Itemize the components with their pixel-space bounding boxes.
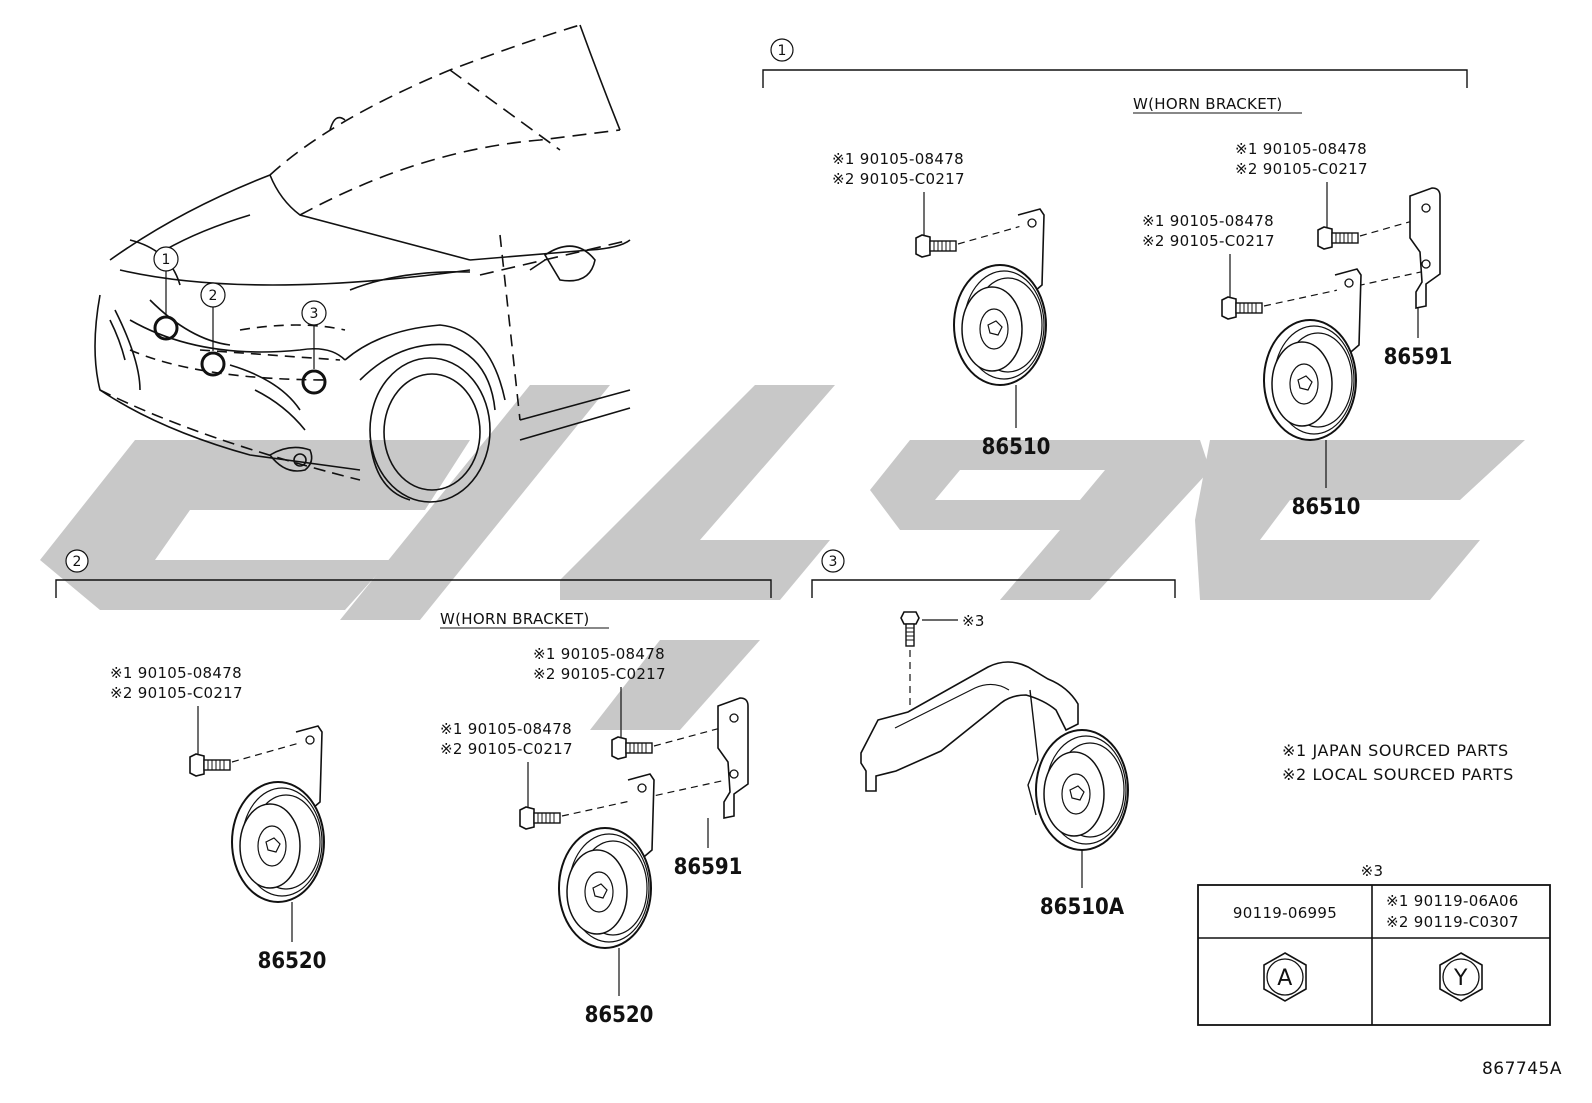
- diagram-reference: 867745A: [1482, 1059, 1562, 1079]
- fastener-label: ※2 90105-C0217: [110, 684, 243, 702]
- horn-86510A: [1035, 729, 1129, 851]
- part-number: 86510: [1292, 495, 1361, 520]
- horn-86510: [1263, 319, 1357, 441]
- fastener-label: ※1 90105-08478: [533, 645, 665, 663]
- diagram-label: 1: [162, 252, 171, 268]
- diagram-label: 3: [829, 554, 838, 570]
- bolt-part: [915, 234, 957, 258]
- section-2-subtitle: W(HORN BRACKET): [440, 610, 590, 628]
- diagram-label: 2: [73, 554, 82, 570]
- note-local-sourced: ※2 LOCAL SOURCED PARTS: [1282, 765, 1514, 784]
- section-1-subtitle: W(HORN BRACKET): [1133, 95, 1283, 113]
- note-japan-sourced: ※1 JAPAN SOURCED PARTS: [1282, 741, 1509, 760]
- bolt-part: [519, 806, 561, 830]
- part-number: 86510A: [1040, 895, 1125, 920]
- fastener-label: ※2 90105-C0217: [440, 740, 573, 758]
- callout-2: 2: [200, 282, 226, 377]
- diagram-label: A: [1277, 966, 1293, 991]
- part-number: 86591: [1384, 345, 1453, 370]
- bolt-part: [611, 736, 653, 760]
- section-1: 1 W(HORN BRACKET) ※1 90105-08478 ※2 9010…: [762, 38, 1468, 520]
- bolt-head-y-icon: Y: [1439, 952, 1483, 1002]
- vbolt-part: [900, 611, 920, 647]
- part-number: 86520: [585, 1003, 654, 1028]
- car-front-drawing: [94, 24, 631, 503]
- horn-86510: [953, 264, 1047, 386]
- section-2: 2 W(HORN BRACKET) ※1 90105-08478 ※2 9010…: [55, 549, 772, 1028]
- part-number: 86510: [982, 435, 1051, 460]
- diagram-label: Y: [1453, 966, 1468, 991]
- part-number: 86520: [258, 949, 327, 974]
- horn-86520: [558, 827, 652, 949]
- callout-1: 1: [153, 246, 179, 341]
- fastener-label: ※1 90105-08478: [110, 664, 242, 682]
- fastener-label: ※2 90105-C0217: [1235, 160, 1368, 178]
- bolt-part: [1317, 226, 1359, 250]
- fastener-label: ※1 90105-08478: [1235, 140, 1367, 158]
- bolt-table-left-header: 90119-06995: [1233, 904, 1337, 922]
- fastener-label: ※2 90105-C0217: [1142, 232, 1275, 250]
- diagram-label: 3: [310, 306, 319, 322]
- section-3: 3 ※3 86510A: [811, 549, 1176, 920]
- bracket-part: [1409, 187, 1441, 309]
- callout-3: 3: [301, 300, 327, 395]
- diagram-label: 1: [778, 43, 787, 59]
- bolt-head-a-icon: A: [1263, 952, 1307, 1002]
- bolt-note: ※3: [962, 612, 985, 630]
- part-number: 86591: [674, 855, 743, 880]
- bolt-table: ※3 90119-06995 ※1 90119-06A06 ※2 90119-C…: [1197, 862, 1551, 1026]
- fastener-label: ※1 90105-08478: [440, 720, 572, 738]
- bracket-part: [717, 697, 749, 819]
- fastener-label: ※1 90105-08478: [1142, 212, 1274, 230]
- bolt-part: [189, 753, 231, 777]
- diagram-label: 2: [209, 288, 218, 304]
- bolt-table-right-header: ※2 90119-C0307: [1386, 913, 1519, 931]
- horn-86520: [231, 781, 325, 903]
- bolt-part: [1221, 296, 1263, 320]
- fastener-label: ※2 90105-C0217: [533, 665, 666, 683]
- fastener-label: ※2 90105-C0217: [832, 170, 965, 188]
- fastener-label: ※1 90105-08478: [832, 150, 964, 168]
- bolt-table-title: ※3: [1361, 862, 1384, 880]
- watermark: [40, 385, 1525, 730]
- bolt-table-right-header: ※1 90119-06A06: [1386, 892, 1519, 910]
